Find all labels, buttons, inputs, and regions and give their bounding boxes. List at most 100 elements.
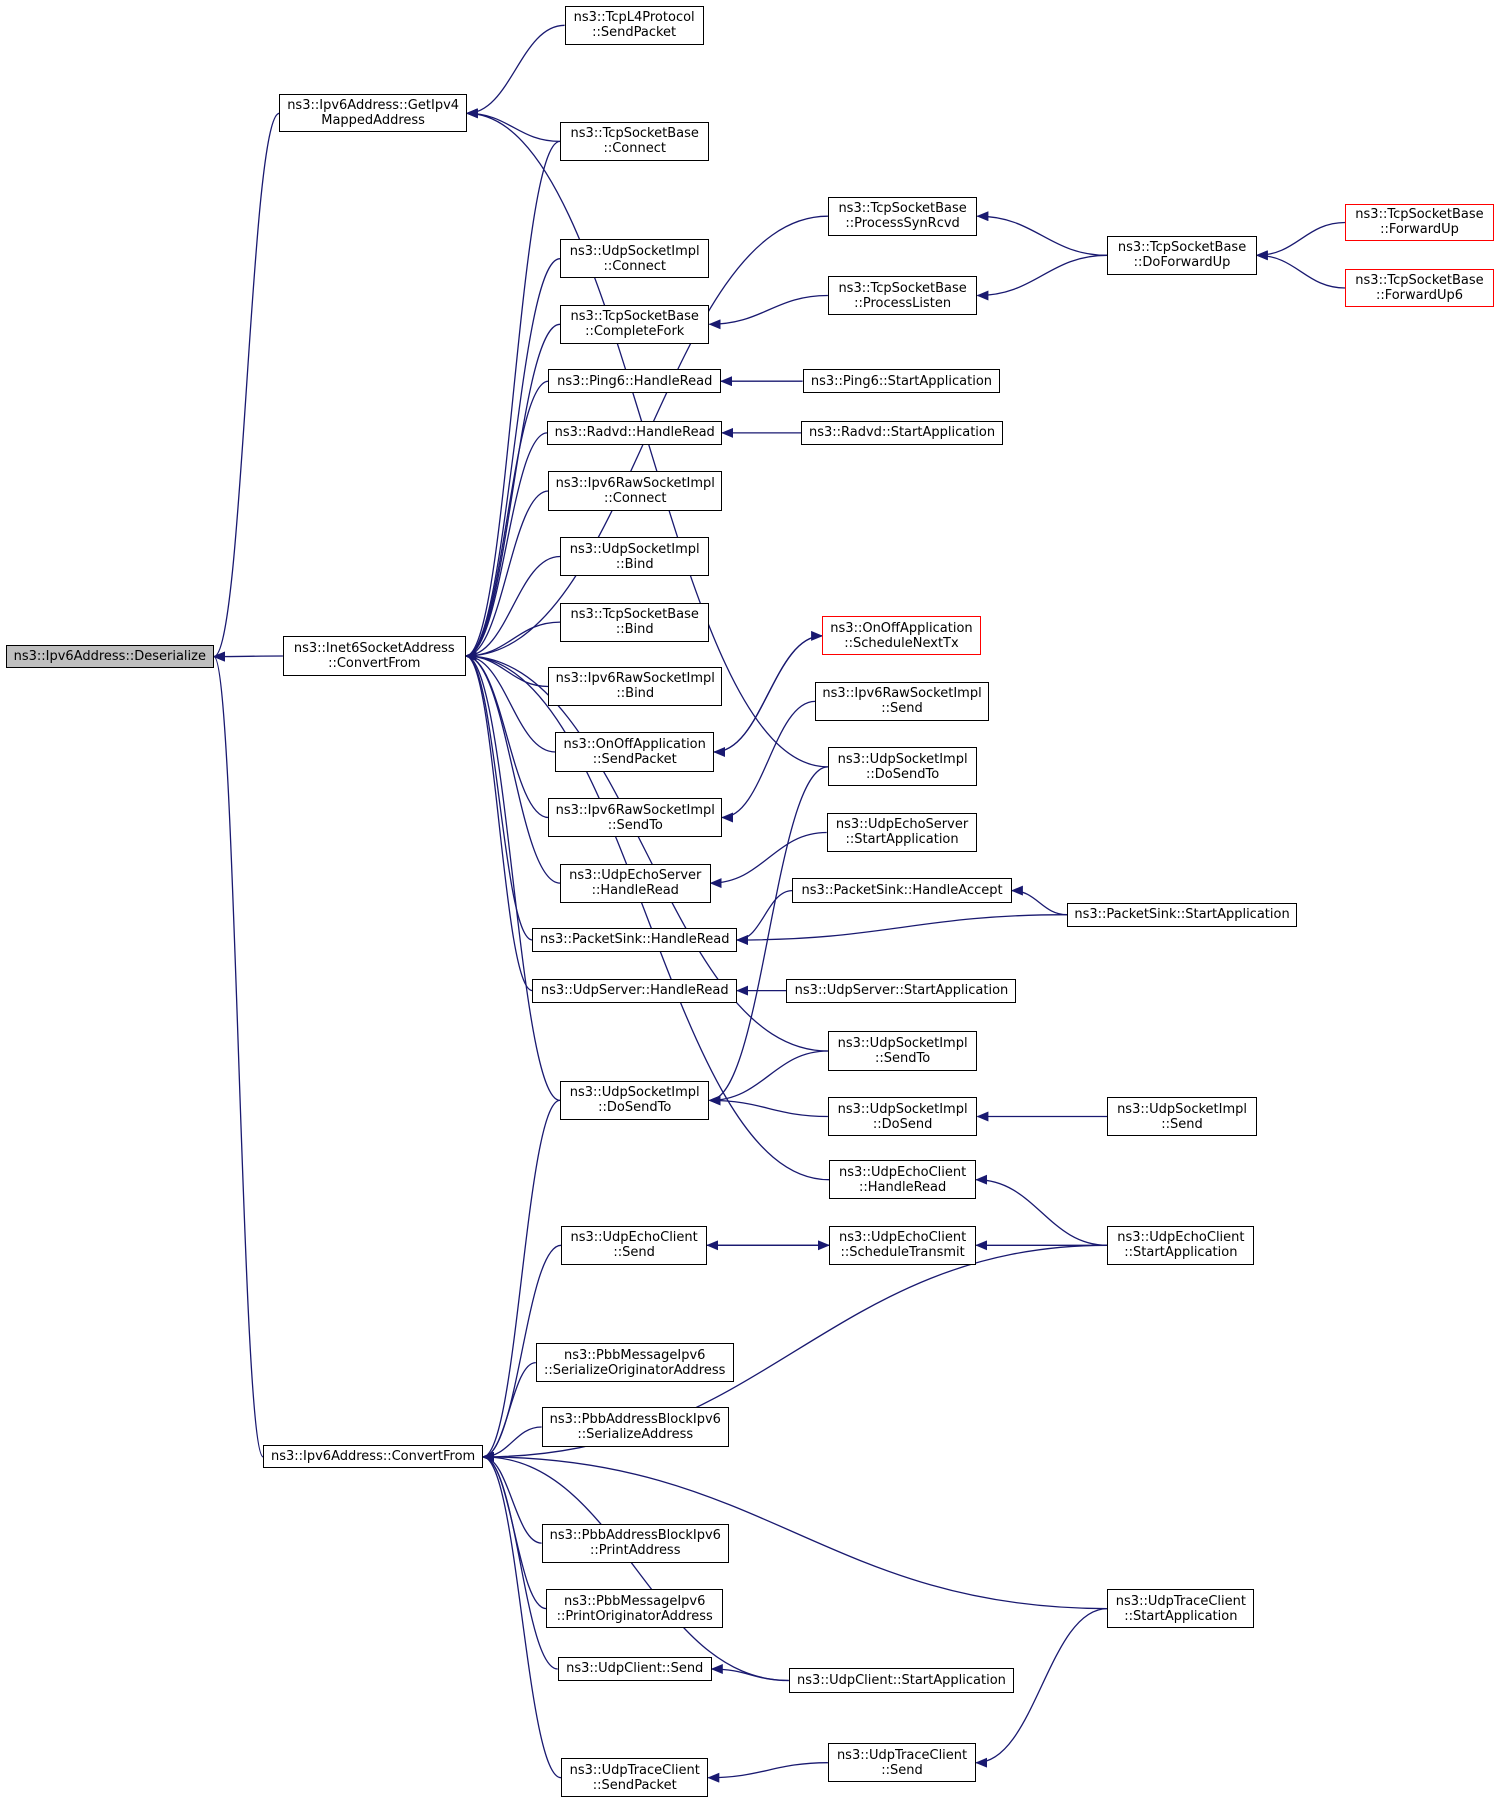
node-label-line: ::HandleRead: [858, 1179, 947, 1195]
node-label-line: ::SendTo: [875, 1050, 931, 1066]
node-udpdosendto_r[interactable]: ns3::UdpSocketImpl::DoSendTo: [827, 747, 978, 787]
node-pbbblockserialize[interactable]: ns3::PbbAddressBlockIpv6::SerializeAddre…: [541, 1407, 729, 1447]
node-label-line: ns3::UdpServer::HandleRead: [540, 983, 729, 999]
node-label-line: ns3::TcpSocketBase: [1355, 273, 1484, 289]
call-edge-tcpbind-to-inet6convert: [464, 621, 561, 661]
call-edge-udpdosendto_r-to-udpdosendto: [708, 766, 828, 1106]
node-pbbblockprint[interactable]: ns3::PbbAddressBlockIpv6::PrintAddress: [541, 1523, 729, 1563]
node-rawbind[interactable]: ns3::Ipv6RawSocketImpl::Bind: [548, 666, 723, 706]
node-doforwardup[interactable]: ns3::TcpSocketBase::DoForwardUp: [1107, 235, 1257, 275]
node-label-line: ::DoSend: [872, 1116, 933, 1132]
node-udpbind[interactable]: ns3::UdpSocketImpl::Bind: [559, 536, 710, 577]
node-label-line: ns3::Ping6::StartApplication: [810, 373, 993, 389]
node-udpsendto[interactable]: ns3::UdpSocketImpl::SendTo: [827, 1031, 978, 1071]
node-ping6read[interactable]: ns3::Ping6::HandleRead: [548, 369, 721, 394]
node-label-line: MappedAddress: [321, 113, 425, 129]
call-edge-echoserverstart-to-echoserverread: [709, 831, 827, 889]
node-label-line: ns3::UdpEchoClient: [570, 1230, 698, 1246]
node-label-line: ::DoSendTo: [866, 766, 940, 782]
node-forwardup6[interactable]: ns3::TcpSocketBase::ForwardUp6: [1345, 269, 1494, 307]
node-label-line: ns3::UdpSocketImpl: [569, 243, 700, 259]
node-label-line: ns3::TcpSocketBase: [838, 201, 967, 217]
call-edge-tracestart-to-ipv6convert: [481, 1451, 1108, 1610]
node-sinkaccept[interactable]: ns3::PacketSink::HandleAccept: [792, 878, 1012, 903]
node-processsynrcvd[interactable]: ns3::TcpSocketBase::ProcessSynRcvd: [827, 196, 978, 236]
node-tcpbind[interactable]: ns3::TcpSocketBase::Bind: [559, 602, 710, 642]
node-rawsend[interactable]: ns3::Ipv6RawSocketImpl::Send: [815, 681, 989, 721]
node-udpdosend[interactable]: ns3::UdpSocketImpl::DoSend: [827, 1096, 978, 1137]
node-tcpl4send[interactable]: ns3::TcpL4Protocol::SendPacket: [564, 5, 704, 45]
call-edge-tcpl4send-to-getipv4mapped: [465, 24, 565, 119]
node-udpdosendto[interactable]: ns3::UdpSocketImpl::DoSendTo: [559, 1080, 710, 1120]
node-label-line: ::Connect: [603, 258, 666, 274]
node-label-line: ns3::UdpEchoServer: [569, 868, 702, 884]
node-label-line: ::Bind: [615, 556, 654, 572]
node-radvdread[interactable]: ns3::Radvd::HandleRead: [547, 420, 723, 445]
node-onoffsched[interactable]: ns3::OnOffApplication::ScheduleNextTx: [822, 616, 981, 656]
call-edge-tcpconnect-to-inet6convert: [464, 140, 561, 661]
node-label-line: ::ProcessSynRcvd: [845, 216, 960, 232]
node-processlisten[interactable]: ns3::TcpSocketBase::ProcessListen: [827, 275, 978, 316]
node-label-line: ::HandleRead: [591, 883, 679, 899]
call-edge-onoffsend-to-inet6convert: [464, 651, 556, 753]
node-rawconnect[interactable]: ns3::Ipv6RawSocketImpl::Connect: [548, 471, 723, 511]
node-echoclientstart[interactable]: ns3::UdpEchoClient::StartApplication: [1107, 1225, 1255, 1265]
call-edge-ping6read-to-inet6convert: [464, 380, 549, 661]
node-label-line: ns3::TcpSocketBase: [1117, 240, 1247, 256]
node-label-line: ns3::UdpTraceClient: [569, 1762, 700, 1778]
node-tcpconnect[interactable]: ns3::TcpSocketBase::Connect: [559, 121, 710, 161]
node-ping6start[interactable]: ns3::Ping6::StartApplication: [802, 369, 1001, 394]
node-echoclientsched[interactable]: ns3::UdpEchoClient::ScheduleTransmit: [829, 1225, 977, 1265]
node-pbbmsgserialize[interactable]: ns3::PbbMessageIpv6::SerializeOriginator…: [535, 1343, 734, 1383]
node-udpserverread[interactable]: ns3::UdpServer::HandleRead: [532, 978, 738, 1003]
node-tracesend[interactable]: ns3::UdpTraceClient::Send: [827, 1743, 977, 1783]
call-edge-inet6convert-to-deserialize: [212, 651, 283, 662]
node-label-line: ::ForwardUp6: [1375, 288, 1464, 304]
node-echoclientsend[interactable]: ns3::UdpEchoClient::Send: [561, 1225, 708, 1265]
call-edge-doforwardup-to-processsynrcvd: [976, 211, 1108, 256]
node-label-line: ::Send: [613, 1245, 655, 1261]
node-label-line: ::StartApplication: [845, 832, 959, 848]
node-echoserverstart[interactable]: ns3::UdpEchoServer::StartApplication: [826, 812, 978, 853]
call-edge-tcpconnect-to-getipv4mapped: [465, 108, 561, 143]
call-edge-radvdread-to-inet6convert: [464, 432, 548, 661]
call-edge-echoclientstart-to-echoclientread: [975, 1174, 1108, 1246]
node-label-line: ns3::TcpSocketBase: [1355, 207, 1484, 223]
node-completefork[interactable]: ns3::TcpSocketBase::CompleteFork: [559, 304, 710, 344]
call-edge-ipv6convert-to-deserialize: [212, 651, 264, 1458]
call-edge-rawsendto-to-inet6convert: [464, 651, 549, 819]
node-label-line: ns3::UdpEchoClient: [1117, 1230, 1245, 1246]
node-udpclientstart[interactable]: ns3::UdpClient::StartApplication: [788, 1668, 1015, 1693]
node-label-line: ::Send: [1161, 1116, 1203, 1132]
node-onoffsend[interactable]: ns3::OnOffApplication::SendPacket: [555, 732, 715, 772]
node-udpserverstart[interactable]: ns3::UdpServer::StartApplication: [786, 978, 1017, 1003]
node-pbbmsgprint[interactable]: ns3::PbbMessageIpv6::PrintOriginatorAddr…: [546, 1589, 724, 1629]
node-radvdstart[interactable]: ns3::Radvd::StartApplication: [801, 420, 1003, 445]
call-edge-forwardup-to-doforwardup: [1255, 221, 1346, 261]
node-label-line: ns3::TcpSocketBase: [570, 607, 699, 623]
node-udpsend[interactable]: ns3::UdpSocketImpl::Send: [1107, 1096, 1257, 1137]
node-label-line: ns3::OnOffApplication: [830, 620, 973, 636]
node-inet6convert[interactable]: ns3::Inet6SocketAddress::ConvertFrom: [282, 635, 466, 677]
node-sinkstart[interactable]: ns3::PacketSink::StartApplication: [1067, 902, 1298, 927]
call-edge-tracestart-to-tracesend: [975, 1607, 1108, 1768]
call-edge-onoffsend-to-onoffsched: [714, 630, 824, 753]
node-label-line: ::PrintOriginatorAddress: [556, 1608, 713, 1624]
node-label-line: ::SendPacket: [592, 1777, 677, 1793]
node-forwardup[interactable]: ns3::TcpSocketBase::ForwardUp: [1345, 203, 1494, 242]
node-label-line: ns3::UdpClient::Send: [566, 1661, 704, 1677]
call-edge-doforwardup-to-processlisten: [976, 254, 1108, 301]
node-rawsendto[interactable]: ns3::Ipv6RawSocketImpl::SendTo: [548, 797, 723, 838]
node-sinkread[interactable]: ns3::PacketSink::HandleRead: [532, 927, 738, 953]
node-tracestart[interactable]: ns3::UdpTraceClient::StartApplication: [1107, 1589, 1255, 1629]
node-echoserverread[interactable]: ns3::UdpEchoServer::HandleRead: [559, 863, 711, 903]
node-udpconnect[interactable]: ns3::UdpSocketImpl::Connect: [559, 239, 710, 279]
node-echoclientread[interactable]: ns3::UdpEchoClient::HandleRead: [829, 1160, 977, 1200]
node-label-line: ns3::Ipv6RawSocketImpl: [555, 671, 715, 687]
node-label-line: ns3::TcpSocketBase: [838, 280, 967, 296]
node-udpclientsend[interactable]: ns3::UdpClient::Send: [557, 1656, 712, 1682]
node-ipv6convert[interactable]: ns3::Ipv6Address::ConvertFrom: [263, 1445, 483, 1469]
node-label-line: ns3::PacketSink::StartApplication: [1074, 907, 1290, 923]
node-tracesendpacket[interactable]: ns3::UdpTraceClient::SendPacket: [561, 1758, 709, 1798]
